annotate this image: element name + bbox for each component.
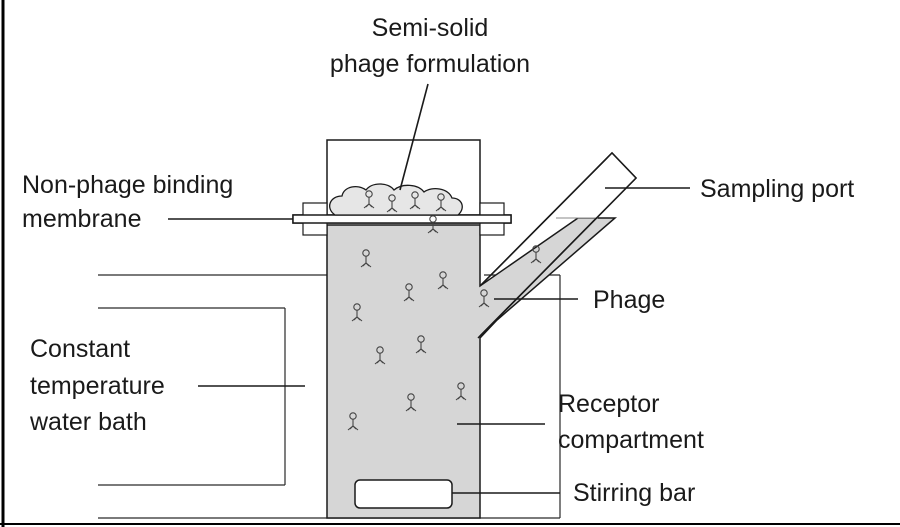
- stirring-bar-label: Stirring bar: [573, 479, 695, 507]
- leader-lines: [168, 83, 690, 494]
- formulation-label-line1: Semi-solid: [372, 14, 489, 42]
- phage-particle: [351, 303, 363, 322]
- phage-particle: [427, 215, 439, 234]
- phage-particle: [478, 289, 490, 308]
- bath-label-line2: temperature: [30, 372, 165, 400]
- receptor-label-line2: compartment: [558, 426, 704, 454]
- phage-particle: [386, 194, 398, 213]
- phage-particle: [347, 412, 359, 431]
- phage-particle: [363, 190, 375, 209]
- phage-particle: [530, 245, 542, 264]
- sampling-port-label: Sampling port: [700, 175, 854, 203]
- phage-particle: [455, 382, 467, 401]
- phage-particle: [437, 271, 449, 290]
- sampling-port-outline: [479, 151, 638, 337]
- phage-particle: [405, 393, 417, 412]
- stirring-bar: [354, 479, 453, 509]
- phage-particles: [347, 190, 542, 431]
- phage-particle: [360, 249, 372, 268]
- bath-label-line1: Constant: [30, 335, 130, 363]
- formulation-label-line2: phage formulation: [330, 50, 530, 78]
- sampling-port-upper: [560, 153, 636, 218]
- phage-particle: [435, 193, 447, 212]
- membrane-label-line1: Non-phage binding: [22, 171, 233, 199]
- phage-particle: [409, 191, 421, 210]
- semi-solid-formulation: [329, 183, 463, 216]
- phage-label: Phage: [593, 286, 665, 314]
- phage-particle: [374, 346, 386, 365]
- receptor-compartment: [326, 217, 618, 519]
- phage-particle: [403, 283, 415, 302]
- membrane-label-line2: membrane: [22, 205, 142, 233]
- bath-label-line3: water bath: [29, 408, 147, 436]
- receptor-label-line1: Receptor: [558, 390, 659, 418]
- phage-particle: [415, 335, 427, 354]
- formulation-leader: [399, 83, 429, 191]
